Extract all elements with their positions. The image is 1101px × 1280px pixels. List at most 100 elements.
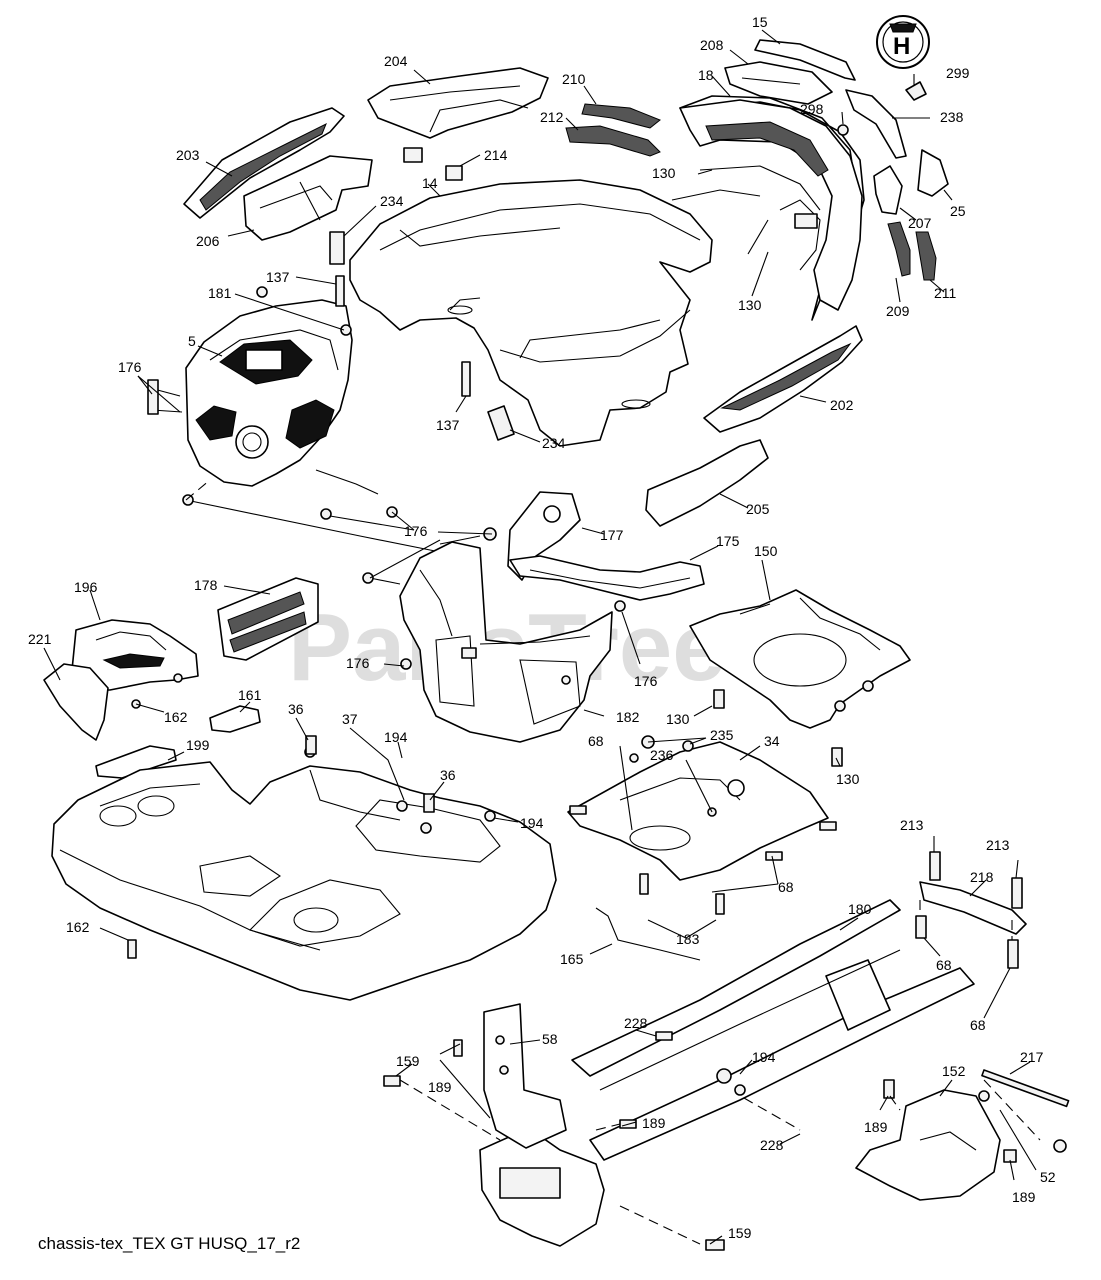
callout-177: 177: [600, 527, 624, 543]
part-209-grille: [887, 221, 911, 277]
callout-68-a: 68: [588, 733, 604, 749]
callout-213-b: 213: [986, 837, 1010, 853]
callout-162-b: 162: [66, 919, 90, 935]
callout-36-a: 36: [288, 701, 304, 717]
part-152-cover: [855, 1089, 1001, 1201]
callout-234-b: 234: [542, 435, 566, 451]
callout-130-b: 130: [738, 297, 762, 313]
part-18-nose: [679, 95, 865, 321]
callout-208: 208: [700, 37, 724, 53]
part-214-clip-b: [445, 165, 463, 181]
diagram-caption: chassis-tex_TEX GT HUSQ_17_r2: [38, 1234, 301, 1253]
callout-176-a: 176: [118, 359, 142, 375]
part-211-grille: [915, 231, 937, 281]
part-34-mount-plate: [567, 741, 829, 881]
callout-203: 203: [176, 147, 200, 163]
callout-299: 299: [946, 65, 970, 81]
callout-209: 209: [886, 303, 910, 319]
part-204-cowl: [367, 67, 549, 139]
part-234-label-b: [487, 405, 515, 441]
part-175-support: [509, 555, 705, 601]
part-212-grille: [565, 125, 661, 157]
callout-130-c: 130: [666, 711, 690, 727]
callout-159-a: 159: [396, 1053, 420, 1069]
callout-202: 202: [830, 397, 854, 413]
part-165-rod: [595, 907, 701, 961]
part-161-plate: [209, 705, 261, 733]
part-213-bolt-b: [1011, 877, 1023, 909]
part-208-cover: [724, 61, 833, 105]
callout-217: 217: [1020, 1049, 1044, 1065]
part-182-dash-housing: [399, 541, 613, 743]
callout-130-d: 130: [836, 771, 860, 787]
part-5-dash-panel: [185, 299, 353, 487]
callout-235: 235: [710, 727, 734, 743]
callout-189-a: 189: [428, 1079, 452, 1095]
part-234-label-a: [329, 231, 345, 265]
callout-68-d: 68: [970, 1017, 986, 1033]
callout-176-c: 176: [346, 655, 370, 671]
callout-212: 212: [540, 109, 564, 125]
part-14-hood: [349, 179, 713, 447]
callout-207: 207: [908, 215, 932, 231]
callout-189-d: 189: [1012, 1189, 1036, 1205]
callout-159-b: 159: [728, 1225, 752, 1241]
callout-182: 182: [616, 709, 640, 725]
callout-205: 205: [746, 501, 770, 517]
callout-178: 178: [194, 577, 218, 593]
callout-52: 52: [1040, 1169, 1056, 1185]
part-299-emblem: [905, 81, 927, 101]
callout-130-a: 130: [652, 165, 676, 181]
callout-194-c: 194: [752, 1049, 776, 1065]
callout-150: 150: [754, 543, 778, 559]
callout-228-b: 228: [760, 1137, 784, 1153]
callout-137-a: 137: [266, 269, 290, 285]
callout-228-a: 228: [624, 1015, 648, 1031]
callout-5: 5: [188, 333, 196, 349]
part-213-bolt-a: [929, 851, 941, 881]
part-207-clip: [873, 165, 903, 215]
callout-189-c: 189: [642, 1115, 666, 1131]
part-221-side-cover: [43, 663, 109, 741]
part-214-clip-a: [403, 147, 423, 163]
callout-152: 152: [942, 1063, 966, 1079]
callout-161: 161: [238, 687, 262, 703]
part-217-rod: [981, 1069, 1070, 1108]
part-205-cover: [645, 439, 769, 527]
part-298-nut: [837, 124, 849, 136]
part-137-strip-b: [461, 361, 471, 397]
part-180-frame-crossmember: [825, 959, 891, 1031]
part-180-frame-rail: [571, 899, 901, 1077]
callout-137-b: 137: [436, 417, 460, 433]
callout-183: 183: [676, 931, 700, 947]
part-199-plate: [95, 745, 177, 779]
part-15-strip: [754, 39, 856, 81]
callout-199: 199: [186, 737, 210, 753]
callout-238: 238: [940, 109, 964, 125]
callout-211: 211: [934, 285, 957, 301]
callout-236: 236: [650, 747, 674, 763]
callout-14: 14: [422, 175, 438, 191]
part-210-grille: [581, 103, 661, 129]
part-194-nut: [716, 1068, 732, 1084]
callout-25: 25: [950, 203, 966, 219]
callout-218: 218: [970, 869, 994, 885]
callout-176-d: 176: [634, 673, 658, 689]
callout-37: 37: [342, 711, 358, 727]
callout-34: 34: [764, 733, 780, 749]
brand-logo-letter: H: [893, 33, 910, 60]
callout-68-c: 68: [936, 957, 952, 973]
callout-213-a: 213: [900, 817, 924, 833]
callout-36-b: 36: [440, 767, 456, 783]
part-25-lens: [917, 149, 949, 197]
part-238-side: [845, 89, 907, 159]
callout-298: 298: [800, 101, 824, 117]
callout-18: 18: [698, 67, 714, 83]
callout-175: 175: [716, 533, 740, 549]
callout-68-b: 68: [778, 879, 794, 895]
callout-181: 181: [208, 285, 232, 301]
callout-196: 196: [74, 579, 98, 595]
callout-221: 221: [28, 631, 52, 647]
part-137-strip-a: [335, 275, 345, 307]
